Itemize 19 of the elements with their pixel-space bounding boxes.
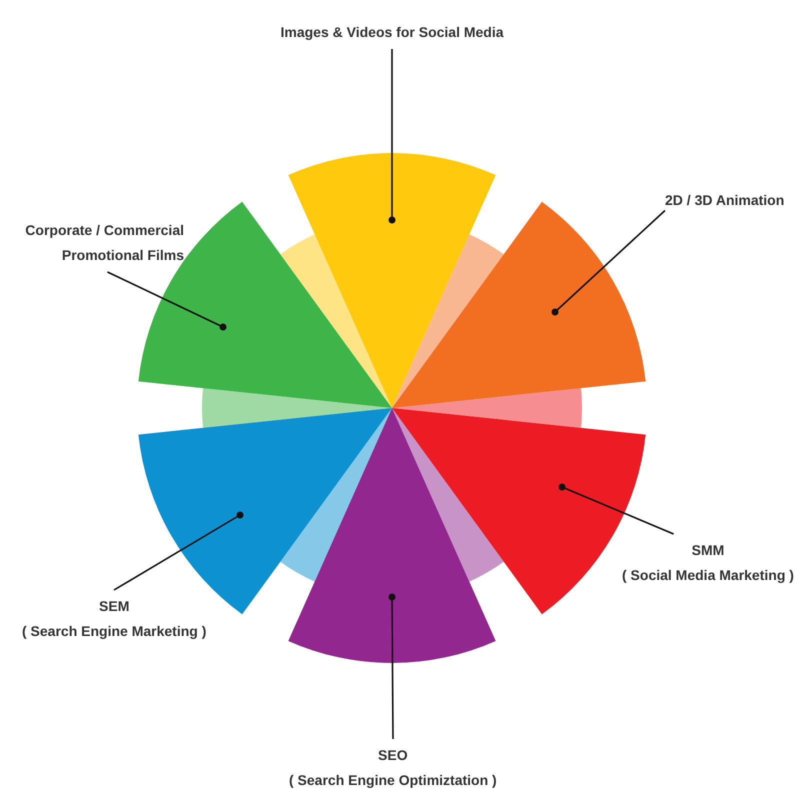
leader-line [114, 512, 244, 591]
callout-text: SEO [378, 746, 408, 765]
callout-text: Images & Videos for Social Media [280, 23, 504, 42]
callout-text: SMM [692, 541, 724, 560]
callout-text: SEM [99, 597, 130, 616]
callout-text: 2D / 3D Animation [665, 191, 784, 210]
leader-line [388, 49, 396, 224]
leader-line [558, 484, 674, 535]
callout-text: ( Social Media Marketing ) [622, 566, 794, 585]
leader-line [552, 210, 666, 316]
callout-text: ( Search Engine Optimiztation ) [289, 771, 497, 790]
sector-wedge [280, 153, 496, 408]
sector-wedge [138, 408, 392, 614]
callout-text: Corporate / Commercial Promotional Films [24, 221, 184, 265]
sector-wedge [392, 202, 646, 408]
leader-line [107, 271, 226, 330]
sector-wedge [288, 408, 504, 663]
leader-line [388, 594, 396, 739]
callout-text: ( Search Engine Marketing ) [22, 622, 206, 641]
